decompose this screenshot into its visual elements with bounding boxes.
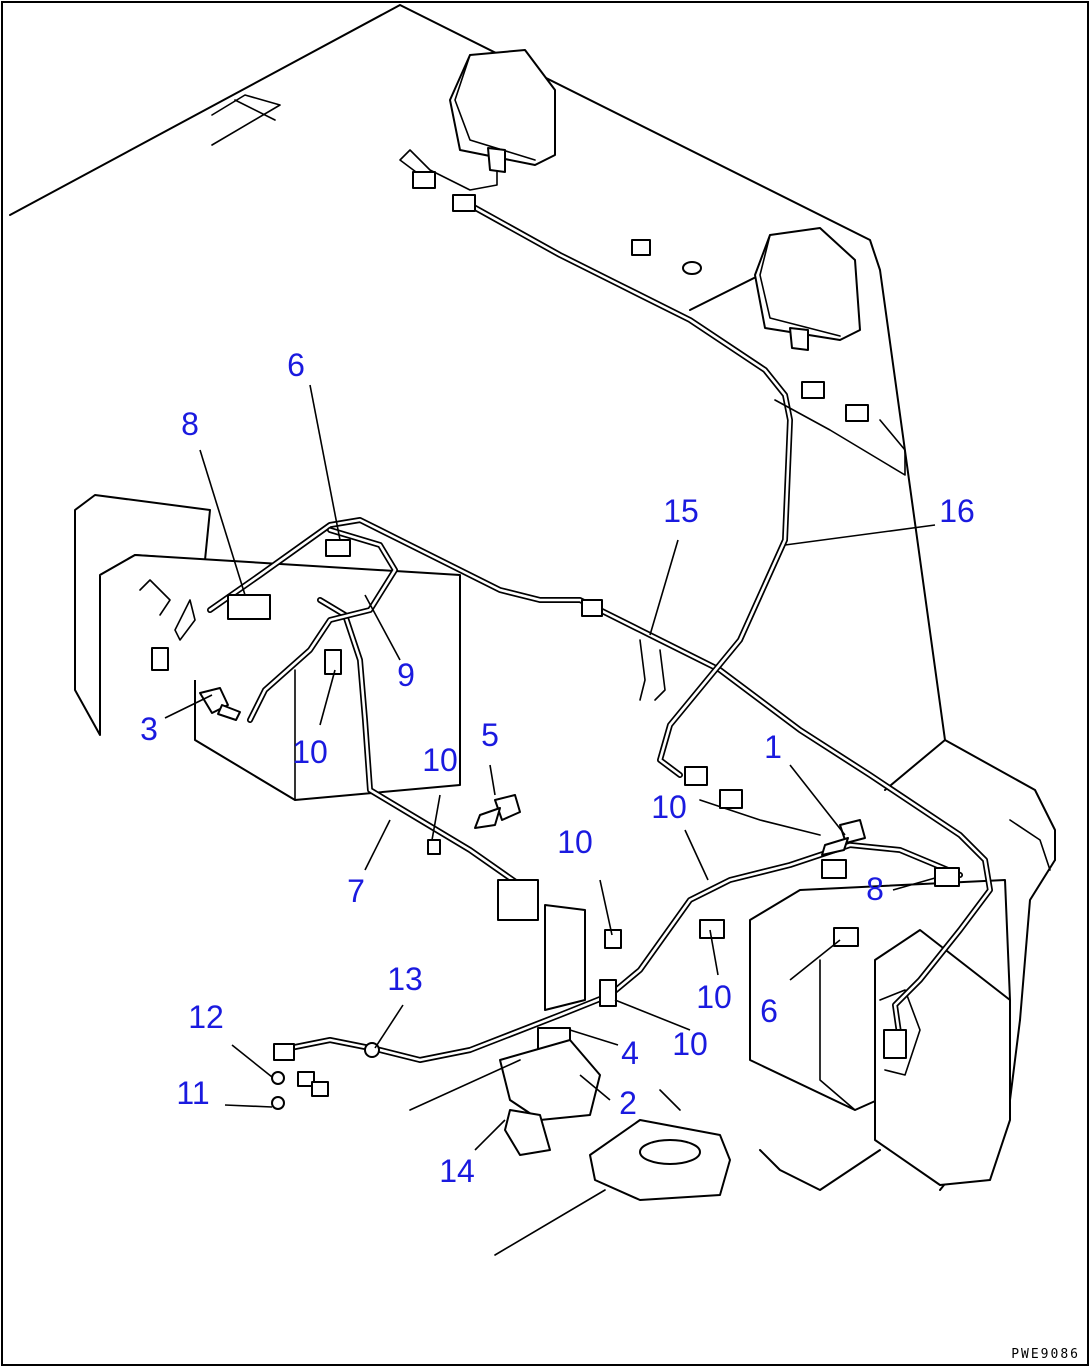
- callout-12: 12: [188, 999, 224, 1035]
- callout-10-e: 10: [696, 979, 732, 1015]
- callout-10-f: 10: [672, 1026, 708, 1062]
- leader-lines: [164, 384, 936, 1151]
- callout-5: 5: [481, 717, 499, 753]
- callout-2: 2: [619, 1085, 637, 1121]
- harness-lamp-branch: [639, 399, 906, 836]
- callout-1: 1: [764, 729, 782, 765]
- connectors: [151, 171, 960, 1097]
- callout-13: 13: [387, 961, 423, 997]
- bolts-clamps: [139, 579, 866, 1110]
- tow-hook: [494, 1089, 731, 1256]
- work-lamp-right: [754, 227, 861, 351]
- callout-15: 15: [663, 493, 699, 529]
- callout-10-a: 10: [292, 734, 328, 770]
- callout-6-top: 6: [287, 347, 305, 383]
- callout-14: 14: [439, 1153, 475, 1189]
- battery-box-right: [749, 879, 1011, 1186]
- callout-7: 7: [347, 873, 365, 909]
- mount-bracket: [409, 904, 601, 1156]
- callout-8-right: 8: [866, 871, 884, 907]
- callout-6-bottom: 6: [760, 993, 778, 1029]
- callout-11: 11: [176, 1075, 209, 1111]
- work-lamp-left: [399, 49, 556, 191]
- drawing-number: PWE9086: [1011, 1347, 1080, 1362]
- callout-10-d: 10: [557, 824, 593, 860]
- callout-3: 3: [140, 711, 158, 747]
- callout-8-left: 8: [181, 406, 199, 442]
- callout-4: 4: [621, 1035, 639, 1071]
- harness-7: [317, 597, 523, 888]
- harness-9: [247, 527, 398, 723]
- callout-16: 16: [939, 493, 975, 529]
- callout-10-b: 10: [422, 742, 458, 778]
- callout-9: 9: [397, 657, 415, 693]
- callout-10-c: 10: [651, 789, 687, 825]
- callouts: 1 2 3 4 5 6 6 7 8 8 9 10 10 10 10 10 10 …: [140, 347, 975, 1189]
- harness-15: [207, 517, 993, 1043]
